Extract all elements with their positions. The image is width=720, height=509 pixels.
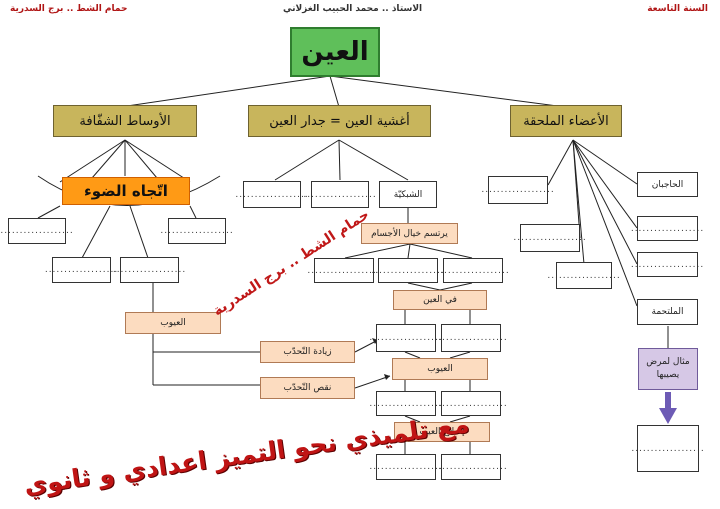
membrane-retina: الشبكيّة <box>379 181 437 208</box>
retina-blank: ................... <box>371 258 444 283</box>
school-label: حمام الشط .. برج السدرية <box>10 4 128 14</box>
category-annexes: الأعضاء الملحقة <box>510 105 622 137</box>
retina-blank: ................... <box>307 258 380 283</box>
disease-answer-blank: ................... <box>631 425 704 472</box>
annex-blank: ................... <box>481 176 554 204</box>
annex-blank: ................... <box>513 224 586 252</box>
disease-example-box: مثال لمرض يصيبها <box>638 348 698 390</box>
retina-defects: العيوب <box>392 358 488 380</box>
retina-blank: ................... <box>369 324 442 352</box>
retina-in-eye: في العين <box>393 290 487 310</box>
media-defects: العيوب <box>125 312 221 334</box>
retina-blank: ................... <box>369 454 442 480</box>
retina-blank: ................... <box>434 454 507 480</box>
light-direction-box: اتّجاه الضوء <box>62 177 190 205</box>
membrane-blank: ................... <box>303 181 376 208</box>
category-transparent-media: الأوساط الشفّافة <box>53 105 197 137</box>
decrease-curvature: نقص التّحدّب <box>260 377 355 399</box>
retina-blank: ................... <box>369 391 442 416</box>
media-blank: ................... <box>113 257 185 283</box>
media-blank: ................... <box>160 218 233 244</box>
membrane-blank: ................... <box>235 181 308 208</box>
teacher-label: الاستاذ .. محمد الحبيب الغزلاني <box>283 4 423 14</box>
increase-curvature: زيادة التّحدّب <box>260 341 355 363</box>
retina-blank: ................... <box>434 324 507 352</box>
annex-blank: ................... <box>547 262 620 289</box>
retina-image-formed: يرتسم خيال الأجسام <box>361 223 458 244</box>
retina-correction: إصلاح العيب <box>394 422 490 442</box>
annex-blank: ................... <box>631 252 703 277</box>
root-node-eye: العين <box>290 27 380 77</box>
media-blank: ................... <box>0 218 73 244</box>
retina-blank: ................... <box>434 391 507 416</box>
annex-blank: ................... <box>631 216 703 241</box>
retina-blank: ................... <box>436 258 509 283</box>
annex-eyebrows: الحاجبان <box>637 172 698 197</box>
category-membranes: أغشية العين = جدار العين <box>248 105 431 137</box>
grade-label: السنة التاسعة <box>647 4 708 14</box>
media-blank: ................... <box>45 257 117 283</box>
annex-conjunctiva: الملتحمة <box>637 299 698 325</box>
